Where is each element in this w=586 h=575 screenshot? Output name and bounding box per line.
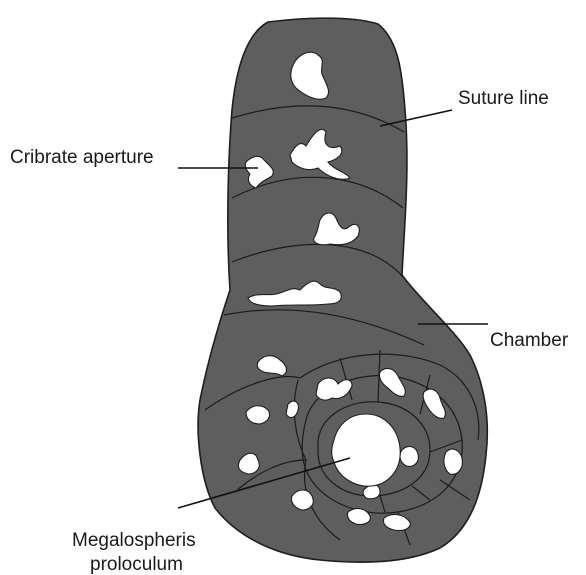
aperture-coil-l bbox=[400, 447, 418, 467]
aperture-coil-i bbox=[291, 490, 313, 510]
cribrate-aperture-label: Cribrate aperture bbox=[10, 147, 154, 168]
proloculum bbox=[332, 414, 401, 486]
megalospheris-label-line2: proloculum bbox=[90, 554, 183, 575]
chamber-label: Chamber bbox=[490, 330, 569, 351]
suture-line-label: Suture line bbox=[458, 88, 549, 109]
aperture-coil-h bbox=[444, 449, 462, 474]
megalospheris-label-line1: Megalospheris bbox=[72, 530, 196, 551]
test-outline bbox=[198, 18, 487, 562]
aperture-coil-e bbox=[246, 406, 270, 424]
